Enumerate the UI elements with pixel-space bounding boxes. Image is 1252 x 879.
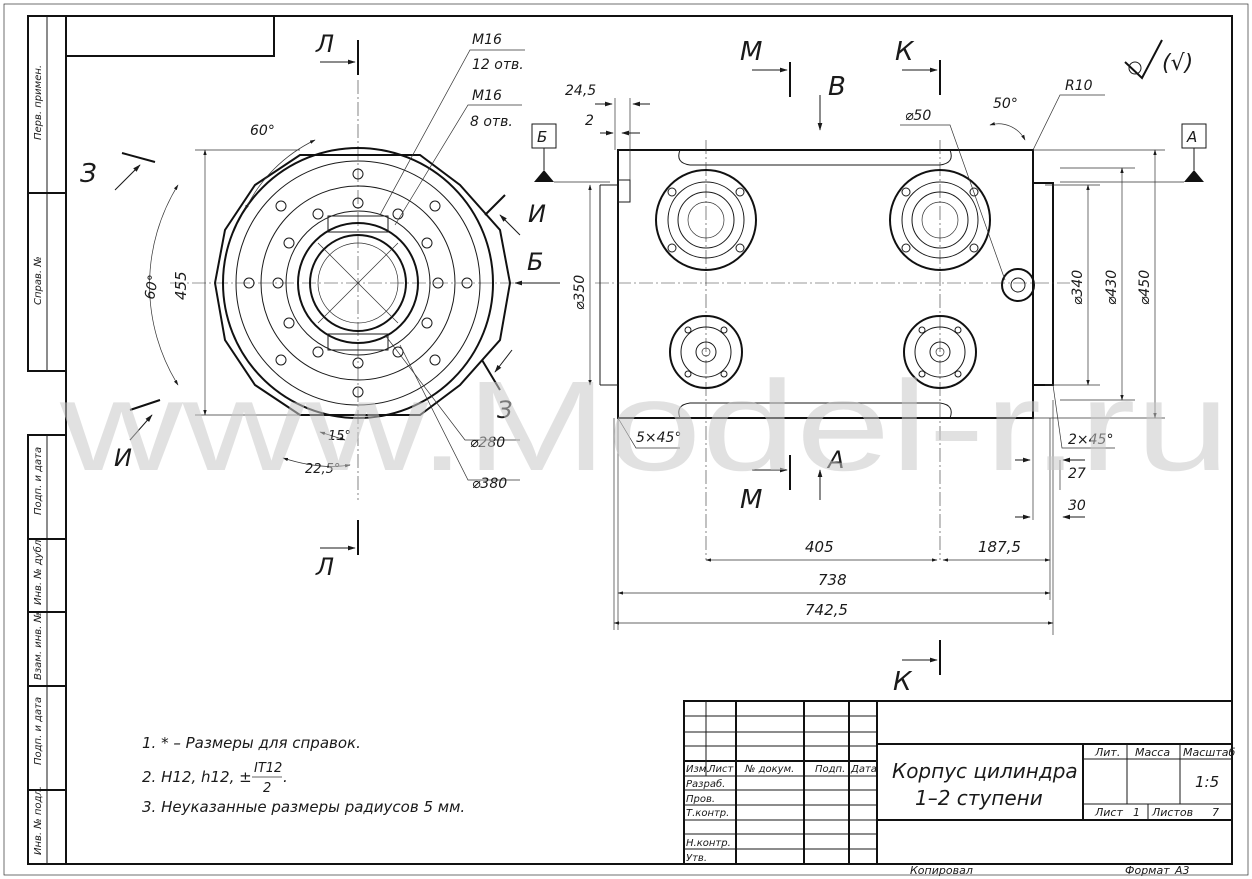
stamp-sprav-no: Справ. № [33,256,44,305]
dim-dia50: ⌀50 [905,108,931,124]
section-l-top: Л [315,30,334,58]
section-b-side: Б [527,248,543,276]
dim-2: 2 [585,113,594,129]
thread-1-count: 12 отв. [472,57,524,73]
port-upper-left [655,169,757,271]
label-massa: Масса [1135,746,1170,759]
stamp-inv-podl: Инв. № подл. [33,786,44,855]
col-list: Лист [707,764,735,775]
dim-dia450: ⌀450 [1137,270,1153,305]
thread-1-size: M16 [472,32,502,48]
note-2-fraction-den: 2 [263,781,271,796]
dia-380: ⌀380 [472,476,507,492]
stamp-inv-dubl: Инв. № дубл. [32,537,44,605]
angle-15: 15° [328,429,351,444]
stamp-vzam-inv: Взам. инв. № [33,612,44,680]
label-copied: Копировал [910,864,973,877]
section-z-right: З [497,396,512,424]
label-lit: Лит. [1094,746,1120,759]
front-view: Л Л З З И И Б M16 12 отв. M16 8 отв. 60°… [80,30,560,581]
section-k-bottom: К [893,667,913,697]
sheet-number: 1 [1133,806,1140,819]
dim-187-5: 187,5 [978,538,1021,556]
thread-2-count: 8 отв. [470,114,513,130]
label-format: Формат [1125,864,1170,877]
stamp-podp-data-1: Подп. и дата [33,447,44,515]
dim-24-5: 24,5 [565,83,596,99]
dim-30: 30 [1068,498,1086,514]
note-1: 1. * – Размеры для справок. [142,734,361,752]
thread-2-size: M16 [472,88,502,104]
title-line-1: Корпус цилиндра [892,759,1078,783]
section-z-left: З [80,159,97,189]
dim-dia340: ⌀340 [1070,270,1086,305]
section-i-upper: И [528,200,546,228]
row-tkontr: Т.контр. [686,808,729,819]
note-2-fraction-num: IT12 [254,761,282,776]
label-sheet: Лист [1094,806,1123,819]
label-masshtab: Масштаб [1183,746,1235,759]
section-k-top: К [895,37,915,67]
angle-top-60: 60° [250,123,275,139]
row-utv: Утв. [686,853,707,864]
section-m-bottom: М [740,485,762,515]
datum-a-label: А [1186,128,1197,146]
row-razrab: Разраб. [686,778,725,790]
stamp-perv-primen: Перв. примен. [33,65,44,140]
view-v: В [828,72,846,102]
label-sheets: Листов [1151,806,1193,819]
dim-dia430: ⌀430 [1104,270,1120,305]
dim-738: 738 [818,571,847,589]
side-view: М М В К К А Б А (√) 24 [531,37,1207,697]
port-upper-right [889,169,991,271]
datum-b-label: Б [537,128,547,146]
roughness-mark: (√) [1162,51,1193,76]
section-m-top: М [740,37,762,67]
stamp-podp-data-2: Подп. и дата [33,697,44,765]
dim-dia350: ⌀350 [572,275,588,310]
title-line-2: 1–2 ступени [915,786,1043,810]
notes: 1. * – Размеры для справок. 2. H12, h12,… [142,734,465,816]
col-doc: № докум. [744,764,794,775]
col-data: Дата [850,764,877,775]
dim-27: 27 [1068,466,1086,482]
watermark: www.Model-r.ru [59,355,1230,498]
top-left-box [65,15,275,57]
row-prov: Пров. [686,794,715,805]
dia-280: ⌀280 [470,435,505,451]
scale-value: 1:5 [1195,773,1219,791]
col-izm: Изм. [686,764,710,775]
port-lower-left [669,315,743,389]
note-2-fraction-tail: . [283,768,288,786]
roughness-icon [1124,39,1163,80]
chamfer-2x45: 2×45° [1068,432,1113,448]
angle-left-60: 60° [142,273,162,300]
row-nkontr: Н.контр. [686,838,731,849]
dim-angle50: 50° [993,96,1018,112]
sheets-count: 7 [1212,806,1219,819]
bolt-circle-holes-12 [272,197,444,369]
side-stamp: Перв. примен. Справ. № Подп. и дата Инв.… [27,15,67,865]
title-block: Изм. Лист № докум. Подп. Дата Разраб. Пр… [683,700,1235,865]
section-i-lower: И [114,444,132,472]
port-lower-right [903,315,977,389]
note-3: 3. Неуказанные размеры радиусов 5 мм. [142,798,465,816]
dim-405: 405 [805,538,834,556]
col-podp: Подп. [815,764,845,775]
section-l-bottom: Л [315,553,334,581]
height-455: 455 [172,271,190,300]
format-value: А3 [1174,864,1190,877]
outer-frame [3,3,1249,876]
dim-742-5: 742,5 [805,601,848,619]
angle-22-5: 22,5° [305,462,340,477]
chamfer-5x45: 5×45° [636,430,681,446]
view-a: А [826,446,844,474]
note-2: 2. H12, h12, ± [142,768,252,786]
dim-r10: R10 [1065,78,1093,94]
